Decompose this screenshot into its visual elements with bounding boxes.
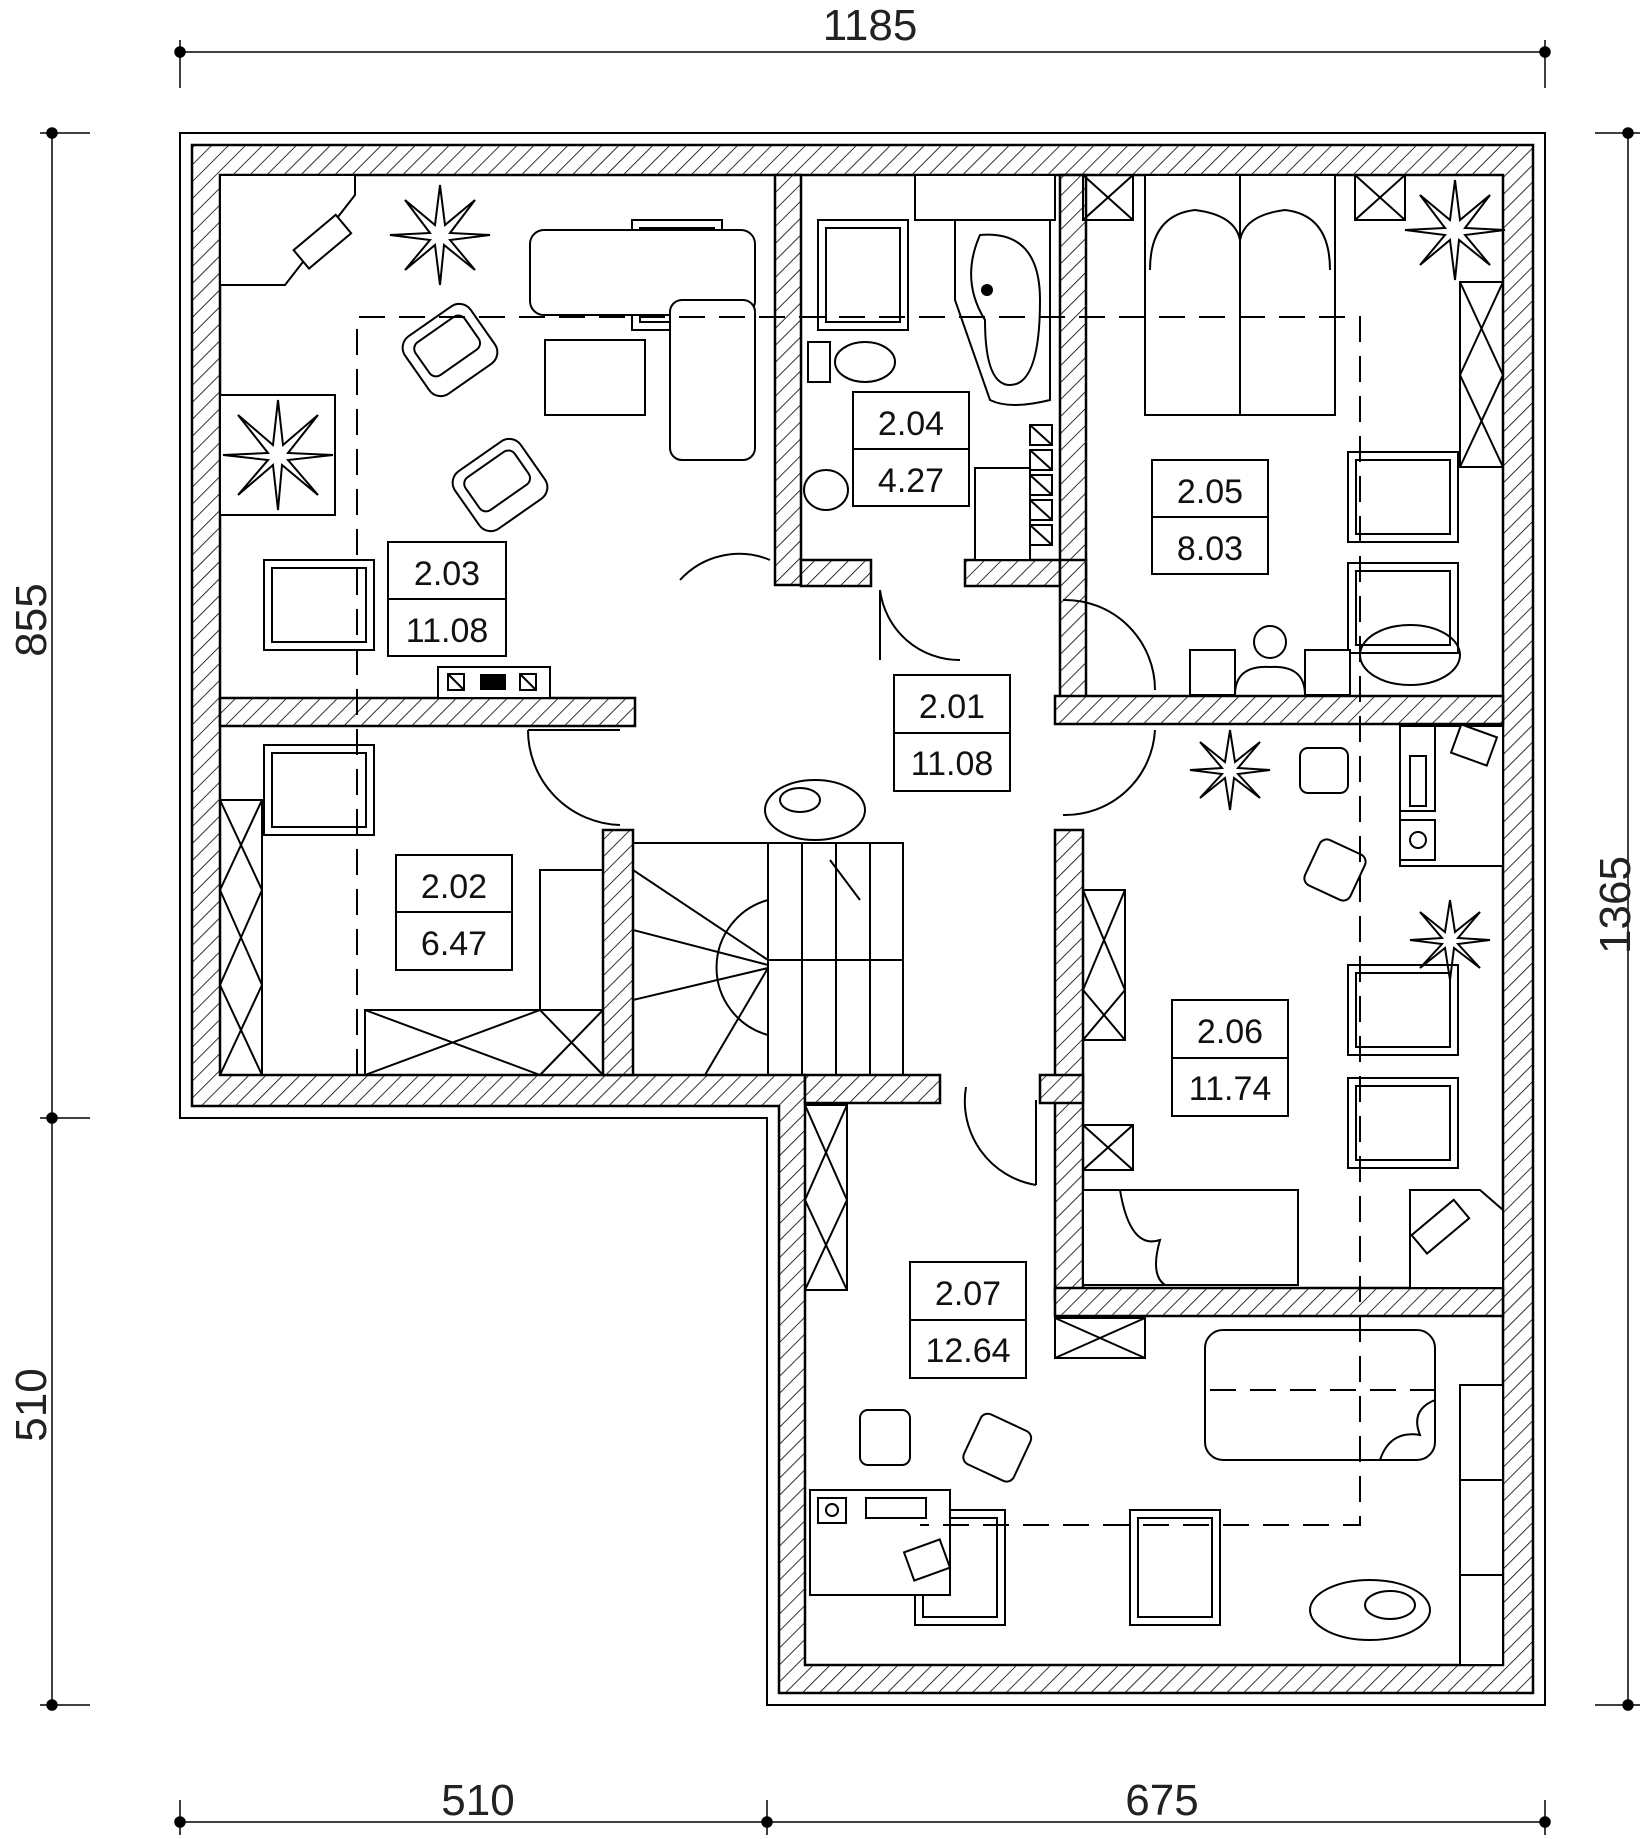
dimension-left-lower: 510 (7, 1368, 56, 1441)
chimney (437, 666, 551, 699)
room-number: 2.01 (919, 688, 985, 726)
room-number: 2.03 (414, 555, 480, 593)
room-label-2.06: 2.06 11.74 (1171, 999, 1289, 1117)
dimension-lines (40, 40, 1640, 1835)
dimension-top: 1185 (823, 1, 918, 50)
sofa-set (219, 174, 756, 533)
room-area: 11.74 (1189, 1070, 1272, 1108)
dashed-lines (356, 316, 1440, 1526)
dimension-bottom-right: 675 (1125, 1776, 1198, 1825)
room-number: 2.05 (1177, 473, 1243, 511)
room-label-2.01: 2.01 11.08 (893, 674, 1011, 792)
room-label-2.04: 2.04 4.27 (852, 391, 970, 507)
dimension-bottom-left: 510 (441, 1776, 514, 1825)
office-furniture (809, 625, 1504, 1666)
bathroom-fixtures (803, 174, 1056, 561)
windows (263, 219, 1459, 1626)
room-label-2.02: 2.02 6.47 (395, 854, 513, 971)
room-number: 2.02 (421, 868, 487, 906)
room-area: 11.08 (911, 745, 994, 783)
room-number: 2.07 (935, 1275, 1001, 1313)
wardrobes (219, 174, 1504, 1359)
room-label-2.03: 2.03 11.08 (387, 541, 507, 657)
interior-walls (218, 173, 1505, 1318)
room-area: 6.47 (421, 925, 487, 963)
room-label-2.07: 2.07 12.64 (909, 1261, 1027, 1379)
dimension-left-upper: 855 (7, 583, 56, 656)
room-area: 11.08 (406, 612, 489, 650)
room-area: 4.27 (878, 462, 944, 500)
room-label-2.05: 2.05 8.03 (1151, 459, 1269, 575)
dimension-right: 1365 (1591, 856, 1640, 954)
room-number: 2.06 (1197, 1013, 1263, 1051)
doors (527, 552, 1156, 1186)
room-area: 12.64 (925, 1332, 1010, 1370)
staircase (632, 842, 904, 1076)
beds (1082, 174, 1436, 1461)
room-area: 8.03 (1177, 530, 1243, 568)
room-number: 2.04 (878, 405, 944, 443)
